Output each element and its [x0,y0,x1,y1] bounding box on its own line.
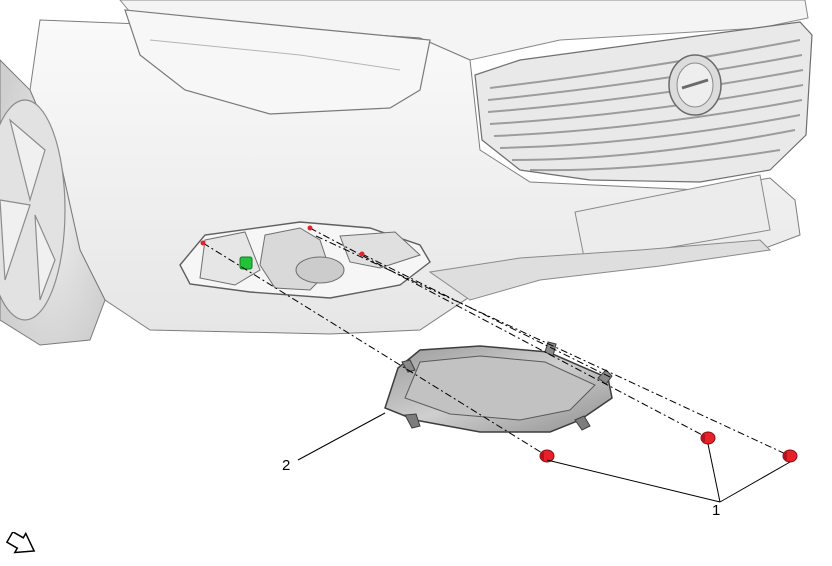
horn-and-bracket [199,227,421,291]
fog-lamp-assembly [384,341,613,433]
callout-part-2: 2 [282,457,291,474]
callout-part-1: 1 [712,502,721,519]
wheel-rim [0,99,66,321]
headlamp [124,9,431,115]
retaining-clip-green [239,256,253,270]
view-direction-arrow-icon[interactable] [6,532,40,556]
fastener-push-pin [700,431,716,445]
vehicle-front-bumper [0,0,813,346]
fastener-push-pin [782,449,798,463]
fastener-marker [307,225,313,231]
alignment-lines [202,227,791,457]
lower-grille [428,239,772,301]
fastener-push-pin [539,449,555,463]
fastener-group [200,225,798,463]
license-plate-area [574,174,771,263]
fastener-marker [359,251,365,257]
fastener-marker [200,240,206,246]
leader-lines [297,412,791,503]
